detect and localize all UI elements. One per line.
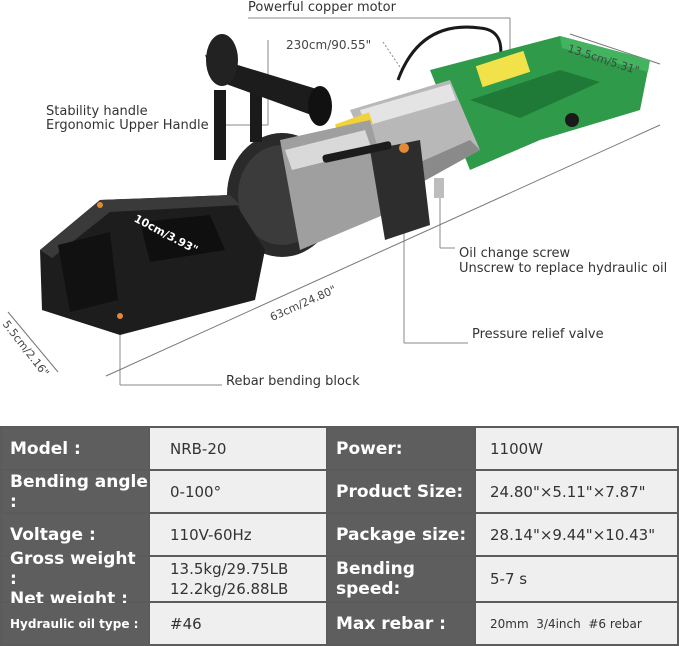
spec-label-gross-weight: Gross weight : [10,549,136,589]
spec-label-product-size: Product Size: [328,471,474,512]
spec-value-power: 1100W [476,428,677,469]
motor-callout: Powerful copper motor [248,0,396,15]
handle-callout-line2: Ergonomic Upper Handle [46,118,209,133]
spec-value-model: NRB-20 [150,428,326,469]
height-dimension-line [7,311,59,373]
spec-table: Model : NRB-20 Power: 1100W Bending angl… [0,426,679,646]
spec-value-product-size: 24.80"×5.11"×7.87" [476,471,677,512]
handle-callout-line1: Stability handle [46,104,148,119]
spec-label-weight: Gross weight : Net weight : [2,549,148,609]
power-switch [565,113,579,127]
spec-value-net-weight: 12.2kg/26.88LB [170,580,289,598]
bending-block [40,195,265,335]
spec-value-package-size: 28.14"×9.44"×10.43" [476,514,677,555]
warning-label [475,50,531,88]
relief-valve-callout: Pressure relief valve [472,327,604,342]
motor-housing-green [430,36,650,170]
product-figure: Powerful copper motor 230cm/90.55" Stabi… [0,0,668,389]
spec-label-bending-angle: Bending angle : [2,471,148,512]
spec-label-voltage: Voltage : [2,514,148,555]
cord-length-label: 230cm/90.55" [286,38,372,52]
oil-screw [434,178,444,198]
spec-label-max-rebar: Max rebar : [328,603,474,644]
oil-screw-callout-line2: Unscrew to replace hydraulic oil [459,261,668,276]
relief-lever [322,141,392,163]
oil-screw-callout-line1: Oil change screw [459,246,571,261]
spec-value-oil-type: #46 [150,603,326,644]
spec-label-model: Model : [2,428,148,469]
rebar-bender-illustration [7,17,661,386]
spec-value-gross-weight: 13.5kg/29.75LB [170,560,289,578]
spec-value-max-rebar: 20mm 3/4inch #6 rebar [476,603,677,644]
spec-label-package-size: Package size: [328,514,474,555]
spec-value-bending-angle: 0-100° [150,471,326,512]
spec-label-bending-speed: Bending speed: [328,557,474,601]
spec-value-bending-speed: 5-7 s [476,557,677,601]
stability-handle [205,34,332,160]
length-dimension-line [105,124,661,377]
spec-label-power: Power: [328,428,474,469]
spec-value-weight: 13.5kg/29.75LB 12.2kg/26.88LB [150,557,326,601]
bending-block-callout: Rebar bending block [226,374,360,389]
power-cord [396,25,503,81]
valve-block [322,140,444,240]
spec-label-oil-type: Hydraulic oil type : [2,603,148,644]
spec-value-voltage: 110V-60Hz [150,514,326,555]
